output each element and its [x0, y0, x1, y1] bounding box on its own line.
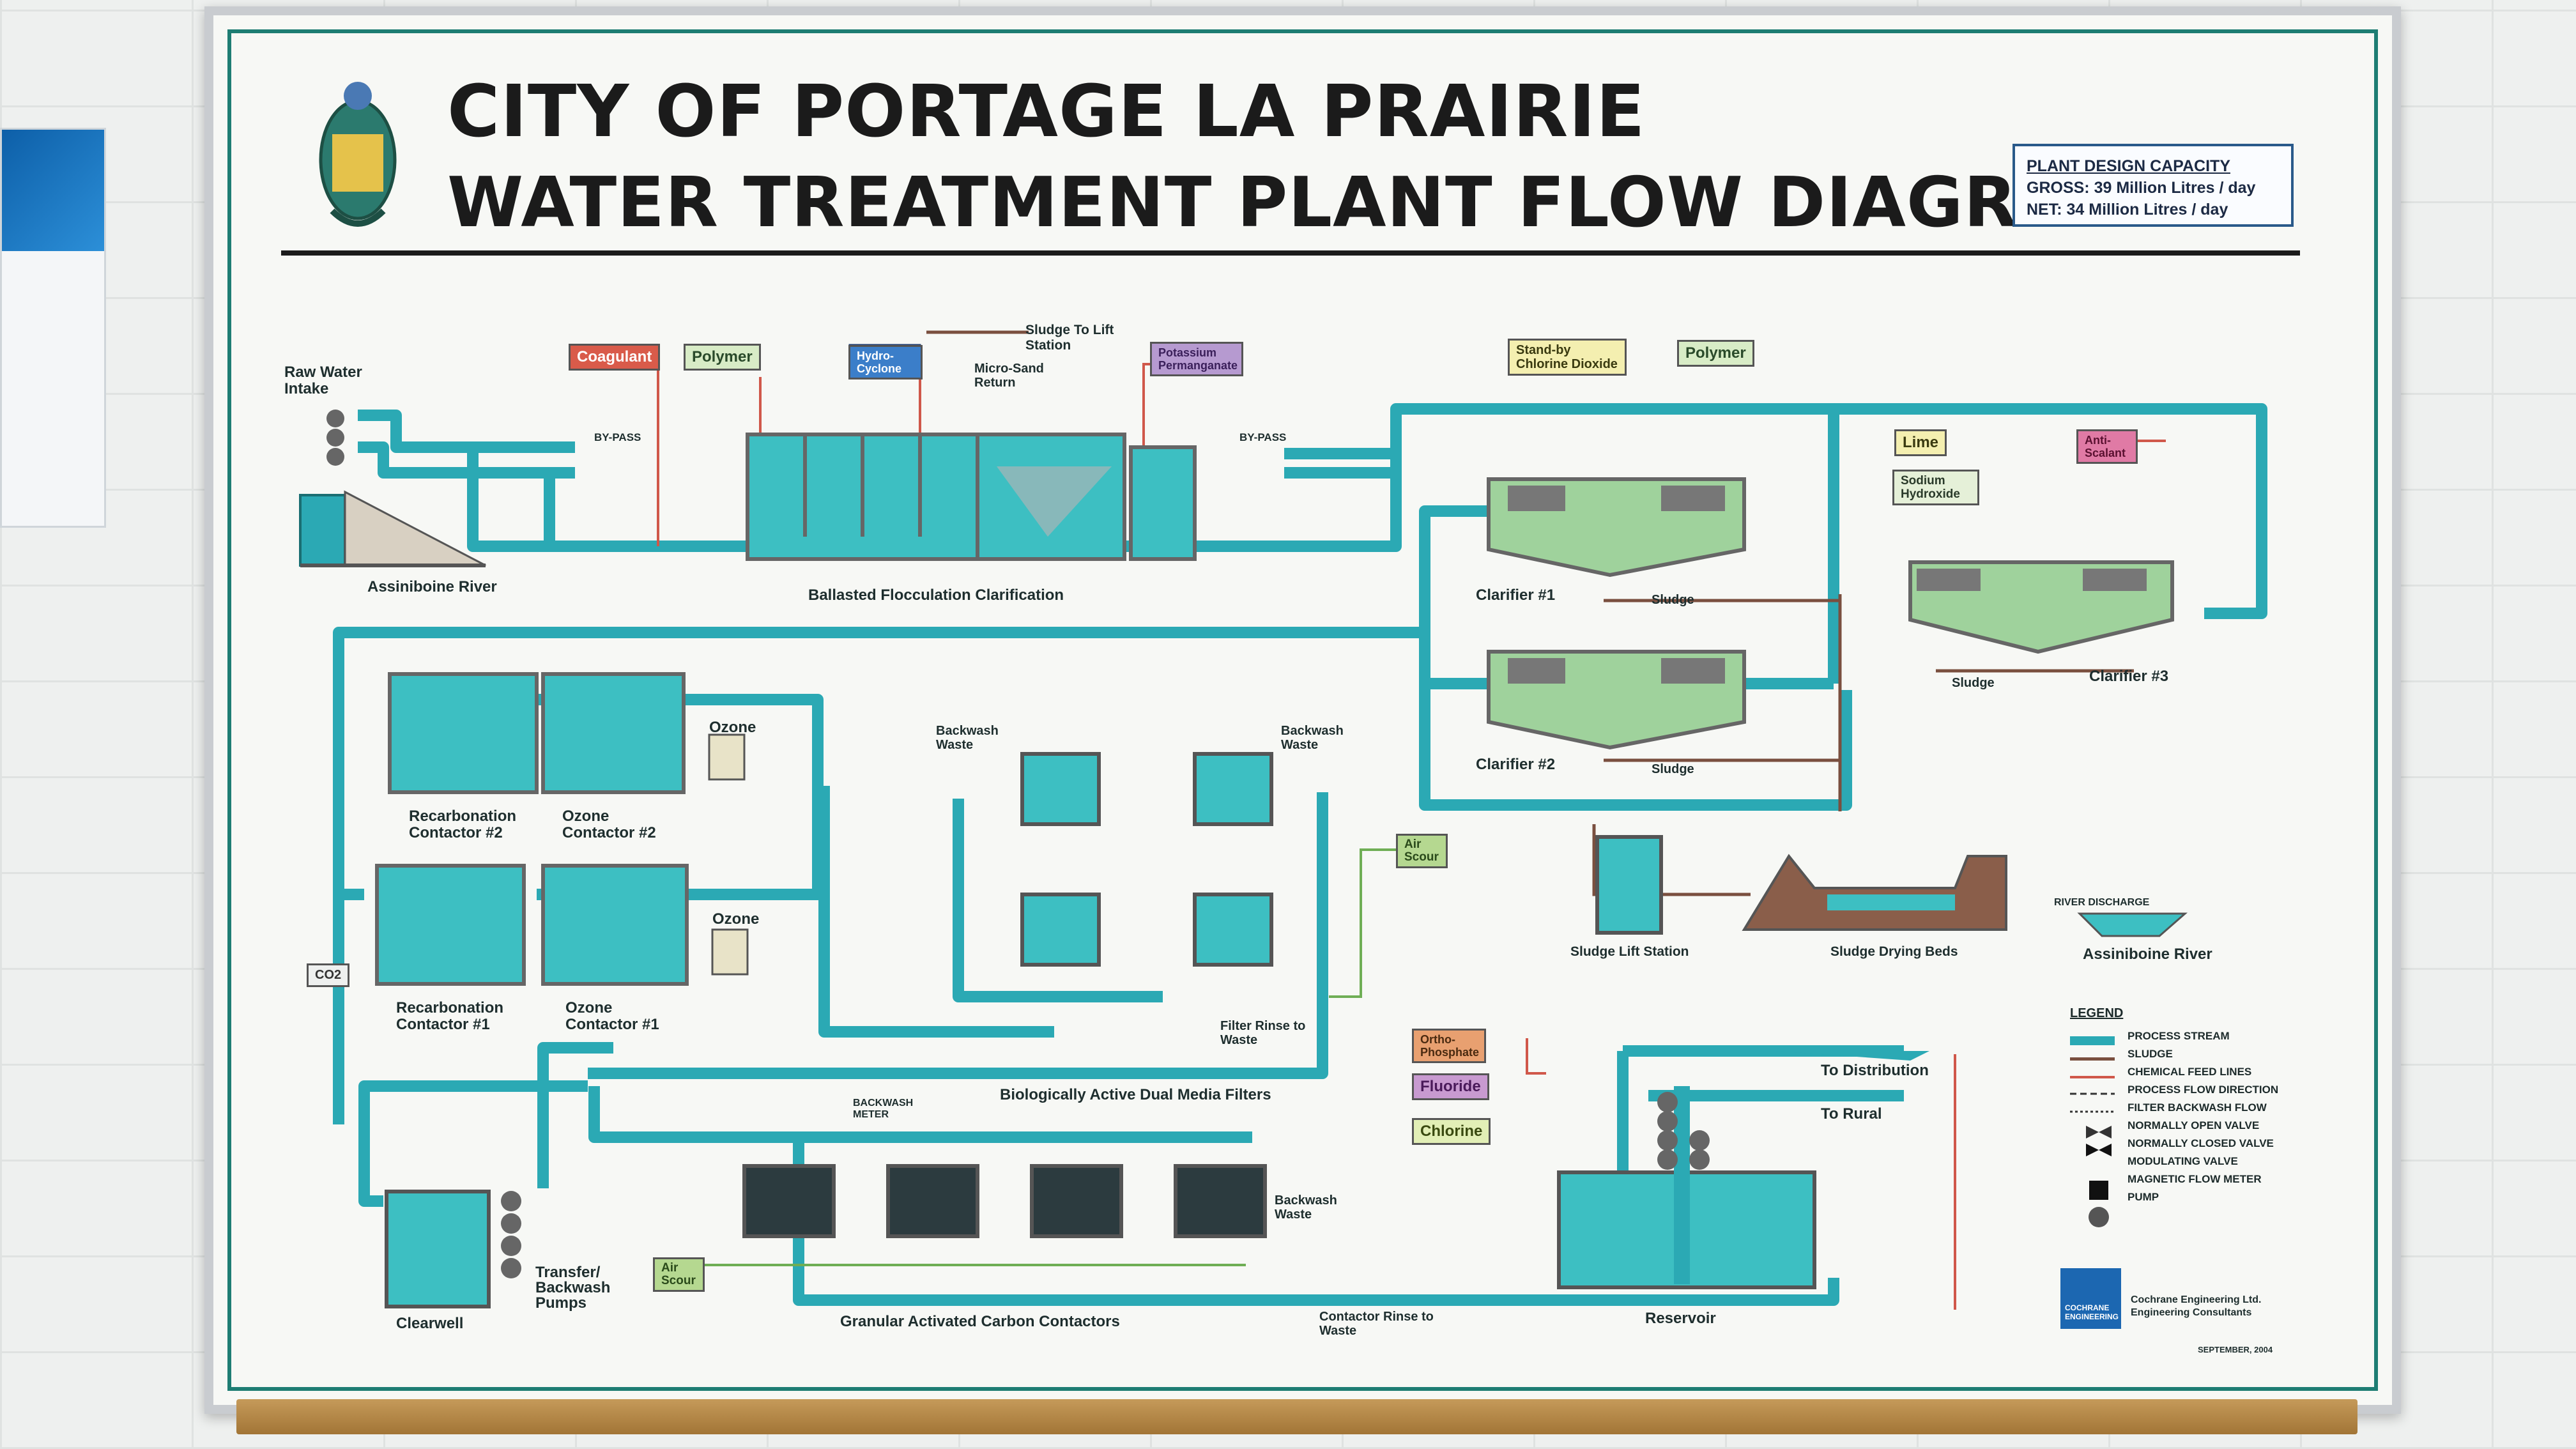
- adjacent-poster: [0, 128, 106, 528]
- contactor-rinse-label: Contactor Rinse to Waste: [1319, 1310, 1434, 1338]
- recarbonation-contactor-2-label: Recarbonation Contactor #2: [409, 808, 517, 841]
- ortho-phosphate-box: Ortho-Phosphate: [1412, 1029, 1486, 1063]
- hydrocyclone-box: Hydro-Cyclone: [848, 345, 923, 379]
- potassium-permanganate-box: Potassium Permanganate: [1150, 342, 1243, 376]
- raw-water-intake-label: Raw Water Intake: [284, 364, 362, 397]
- clarifier-3-label: Clarifier #3: [2089, 668, 2169, 685]
- micro-sand-return-label: Micro-Sand Return: [974, 362, 1044, 390]
- board-ledge: [236, 1399, 2358, 1434]
- backwash-waste-label-2: Backwash Waste: [1281, 724, 1344, 752]
- to-rural-label: To Rural: [1821, 1105, 1882, 1123]
- ballasted-flocculation-label: Ballasted Flocculation Clarification: [808, 586, 1064, 604]
- diagram-date: SEPTEMBER, 2004: [2198, 1345, 2273, 1354]
- polymer-box-2: Polymer: [1677, 340, 1754, 367]
- legend-item: MAGNETIC FLOW METER: [2128, 1173, 2262, 1185]
- legend-item: PROCESS STREAM: [2128, 1030, 2230, 1042]
- legend-item: PROCESS FLOW DIRECTION: [2128, 1084, 2279, 1096]
- assiniboine-river-label-2: Assiniboine River: [2083, 946, 2212, 963]
- legend: LEGEND PROCESS STREAM SLUDGE CHEMICAL FE…: [2070, 1006, 2281, 1206]
- lime-box: Lime: [1894, 429, 1947, 456]
- river-discharge-label: RIVER DISCHARGE: [2054, 897, 2150, 908]
- capacity-gross: GROSS: 39 Million Litres / day: [2027, 179, 2256, 197]
- sludge-label-3: Sludge: [1952, 676, 1995, 690]
- to-distribution-label: To Distribution: [1821, 1062, 1929, 1079]
- filter-rinse-label: Filter Rinse to Waste: [1220, 1019, 1306, 1047]
- city-crest-icon: [319, 82, 397, 227]
- standby-chlorine-dioxide-box: Stand-by Chlorine Dioxide: [1508, 339, 1627, 376]
- ozone-contactor-1-label: Ozone Contactor #1: [565, 999, 659, 1033]
- sludge-label-2: Sludge: [1652, 762, 1694, 776]
- title-line-2: WATER TREATMENT PLANT FLOW DIAGRAM: [447, 163, 2141, 243]
- polymer-box: Polymer: [684, 344, 761, 371]
- capacity-net: NET: 34 Million Litres / day: [2027, 201, 2228, 218]
- sludge-drying-beds-label: Sludge Drying Beds: [1830, 944, 1958, 959]
- plant-capacity-box: PLANT DESIGN CAPACITY GROSS: 39 Million …: [2012, 144, 2294, 227]
- legend-swatches: [2070, 1036, 2115, 1227]
- air-scour-box-2: Air Scour: [653, 1257, 705, 1292]
- fluoride-box: Fluoride: [1412, 1073, 1489, 1100]
- ozone-label-1: Ozone: [709, 719, 756, 736]
- dual-media-filters-label: Biologically Active Dual Media Filters: [1000, 1086, 1271, 1103]
- recarbonation-contactor-1-label: Recarbonation Contactor #1: [396, 999, 504, 1033]
- ballasted-flocculation-tank: [746, 344, 1197, 561]
- dual-media-filters: [1020, 752, 1273, 967]
- legend-item: NORMALLY CLOSED VALVE: [2128, 1137, 2274, 1149]
- legend-item: FILTER BACKWASH FLOW: [2128, 1101, 2267, 1114]
- legend-heading: LEGEND: [2070, 1006, 2124, 1020]
- air-scour-lines: [677, 848, 1418, 1266]
- contactor-tanks: [375, 672, 749, 986]
- title-rule: [281, 250, 2300, 256]
- clarifier-tanks: [1487, 477, 2174, 750]
- legend-item: MODULATING VALVE: [2128, 1155, 2238, 1167]
- air-scour-box-1: Air Scour: [1396, 834, 1448, 868]
- board-inner-frame: [227, 29, 2378, 1391]
- backwash-waste-label-3: Backwash Waste: [1275, 1193, 1337, 1222]
- sludge-to-lift-label: Sludge To Lift Station: [1025, 323, 1114, 353]
- bypass-label-1: BY-PASS: [594, 431, 641, 443]
- sludge-facilities: [1595, 835, 2188, 937]
- legend-item: SLUDGE: [2128, 1048, 2173, 1060]
- assiniboine-river-label: Assiniboine River: [367, 578, 497, 595]
- sludge-lift-station-label: Sludge Lift Station: [1570, 944, 1689, 959]
- co2-box: CO2: [307, 963, 350, 987]
- raw-water-intake: [299, 410, 486, 567]
- ozone-contactor-2-label: Ozone Contactor #2: [562, 808, 656, 841]
- clearwell-label: Clearwell: [396, 1315, 464, 1332]
- cochrane-logo-text: COCHRANE ENGINEERING: [2065, 1303, 2119, 1321]
- cochrane-company-label: Cochrane Engineering Ltd. Engineering Co…: [2131, 1294, 2262, 1318]
- capacity-heading: PLANT DESIGN CAPACITY: [2027, 157, 2230, 175]
- cochrane-engineering-logo: [2060, 1268, 2121, 1329]
- legend-item: CHEMICAL FEED LINES: [2128, 1066, 2252, 1078]
- gac-contactors: [742, 1164, 1267, 1238]
- title-line-1: CITY OF PORTAGE LA PRAIRIE: [447, 70, 1646, 153]
- ozone-label-2: Ozone: [712, 910, 760, 928]
- legend-item: NORMALLY OPEN VALVE: [2128, 1119, 2260, 1131]
- gac-contactors-label: Granular Activated Carbon Contactors: [840, 1313, 1120, 1330]
- bypass-label-2: BY-PASS: [1239, 431, 1287, 443]
- clarifier-2-label: Clarifier #2: [1476, 756, 1556, 773]
- anti-scalant-box: Anti-Scalant: [2076, 429, 2138, 464]
- coagulant-box: Coagulant: [569, 344, 661, 371]
- legend-item: PUMP: [2128, 1191, 2159, 1203]
- reservoir-tank: [1557, 1051, 1929, 1289]
- clearwell-tank: [385, 1190, 521, 1308]
- sodium-hydroxide-box: Sodium Hydroxide: [1892, 470, 1979, 505]
- backwash-waste-label-1: Backwash Waste: [936, 724, 999, 752]
- sludge-label-1: Sludge: [1652, 593, 1694, 607]
- reservoir-label: Reservoir: [1645, 1310, 1716, 1327]
- chlorine-box: Chlorine: [1412, 1118, 1491, 1145]
- clarifier-1-label: Clarifier #1: [1476, 586, 1556, 604]
- backwash-meter-label: BACKWASH METER: [853, 1098, 914, 1120]
- process-pipes: [333, 403, 2267, 1306]
- transfer-backwash-pumps-label: Transfer/ Backwash Pumps: [535, 1264, 611, 1312]
